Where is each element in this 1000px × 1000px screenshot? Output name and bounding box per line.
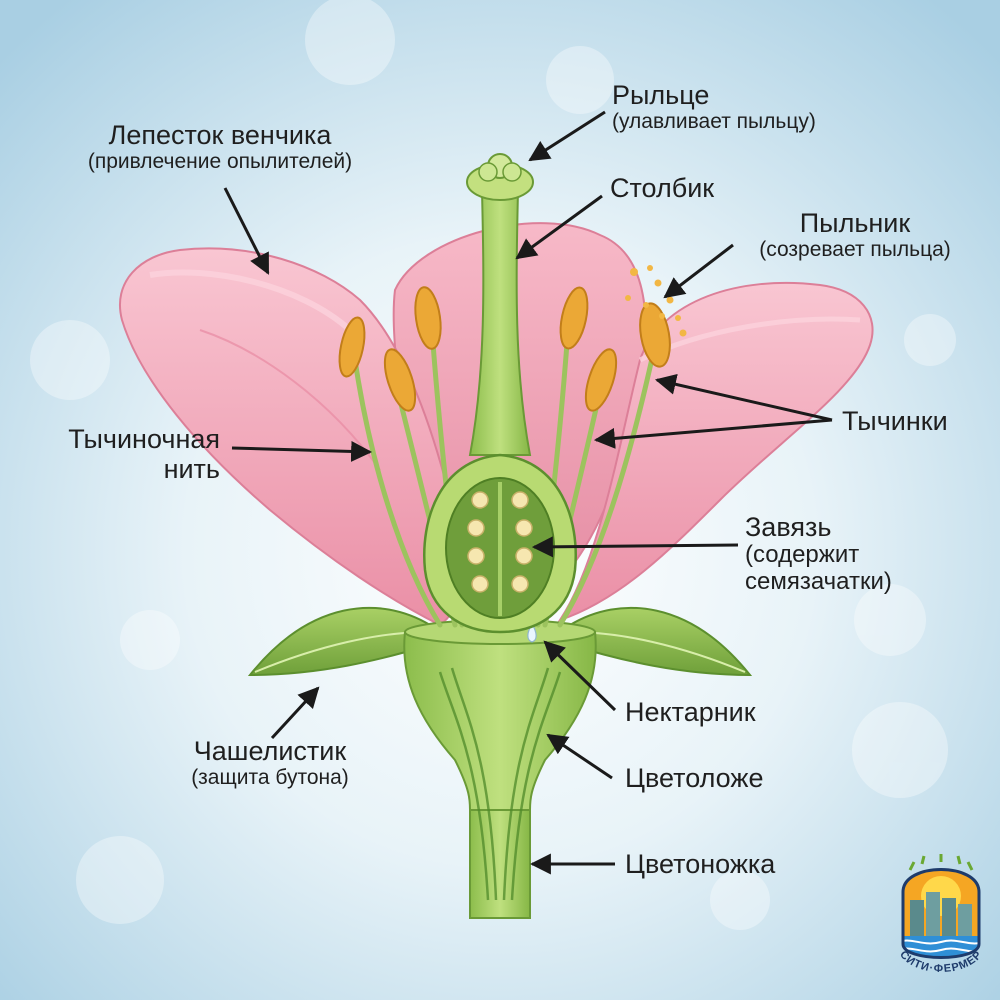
label-ovary-line2: (содержит (745, 541, 860, 569)
label-anther-subtitle: (созревает пыльца) (759, 238, 951, 262)
label-stigma-title: Рыльце (612, 80, 710, 110)
arrow-stigma (528, 110, 606, 162)
label-ovary-line3: семязачатки) (745, 568, 892, 596)
label-ovary-title: Завязь (745, 512, 832, 542)
label-receptacle: Цветоложе (625, 763, 763, 793)
arrow-filament (231, 440, 373, 462)
label-pedicel-title: Цветоножка (625, 849, 776, 879)
label-sepal-title: Чашелистик (193, 736, 347, 766)
label-petal-title: Лепесток венчика (108, 120, 332, 150)
arrow-style (515, 194, 603, 260)
label-stamens: Тычинки (842, 406, 948, 436)
arrow-ovary (531, 536, 739, 558)
arrow-sepal (270, 686, 320, 740)
label-filament-line2: нить (163, 454, 220, 485)
petal-right (557, 281, 874, 622)
arrow-anther (663, 243, 734, 299)
city-farmer-logo: СИТИ·ФЕРМЕР (897, 854, 984, 975)
label-stamens-title: Тычинки (842, 406, 948, 436)
sepal-left (247, 606, 431, 677)
ovules (467, 491, 533, 593)
label-filament: Тычиночная нить (20, 424, 220, 484)
arrow-nectary (543, 640, 617, 712)
label-ovary: Завязь (содержит семязачатки) (745, 512, 892, 596)
label-stigma: Рыльце (улавливает пыльцу) (612, 80, 816, 134)
label-anther-title: Пыльник (799, 208, 911, 238)
label-petal: Лепесток венчика (привлечение опылителей… (40, 120, 400, 174)
label-style: Столбик (610, 173, 714, 203)
label-receptacle-title: Цветоложе (625, 763, 764, 793)
label-nectary: Нектарник (625, 697, 756, 727)
label-pedicel: Цветоножка (625, 849, 775, 879)
anthers (338, 286, 671, 412)
label-petal-subtitle: (привлечение опылителей) (87, 150, 353, 174)
label-nectary-title: Нектарник (625, 697, 756, 727)
arrow-receptacle (546, 733, 613, 780)
label-anther: Пыльник (созревает пыльца) (725, 208, 985, 262)
label-sepal-subtitle: (защита бутона) (191, 766, 349, 790)
arrow-petal (223, 187, 270, 275)
label-style-title: Столбик (610, 173, 715, 203)
receptacle-shape (403, 631, 597, 811)
arrows (223, 110, 833, 875)
pollen-grains (625, 265, 687, 337)
label-sepal: Чашелистик (защита бутона) (150, 736, 390, 790)
sepal-right (569, 606, 753, 677)
style-shape (468, 189, 532, 456)
arrow-stamens-1 (654, 373, 833, 422)
bokeh-circles (30, 0, 956, 930)
arrow-stamens-2 (593, 418, 833, 449)
label-stigma-subtitle: (улавливает пыльцу) (612, 110, 816, 134)
label-filament-line1: Тычиночная (68, 424, 220, 454)
